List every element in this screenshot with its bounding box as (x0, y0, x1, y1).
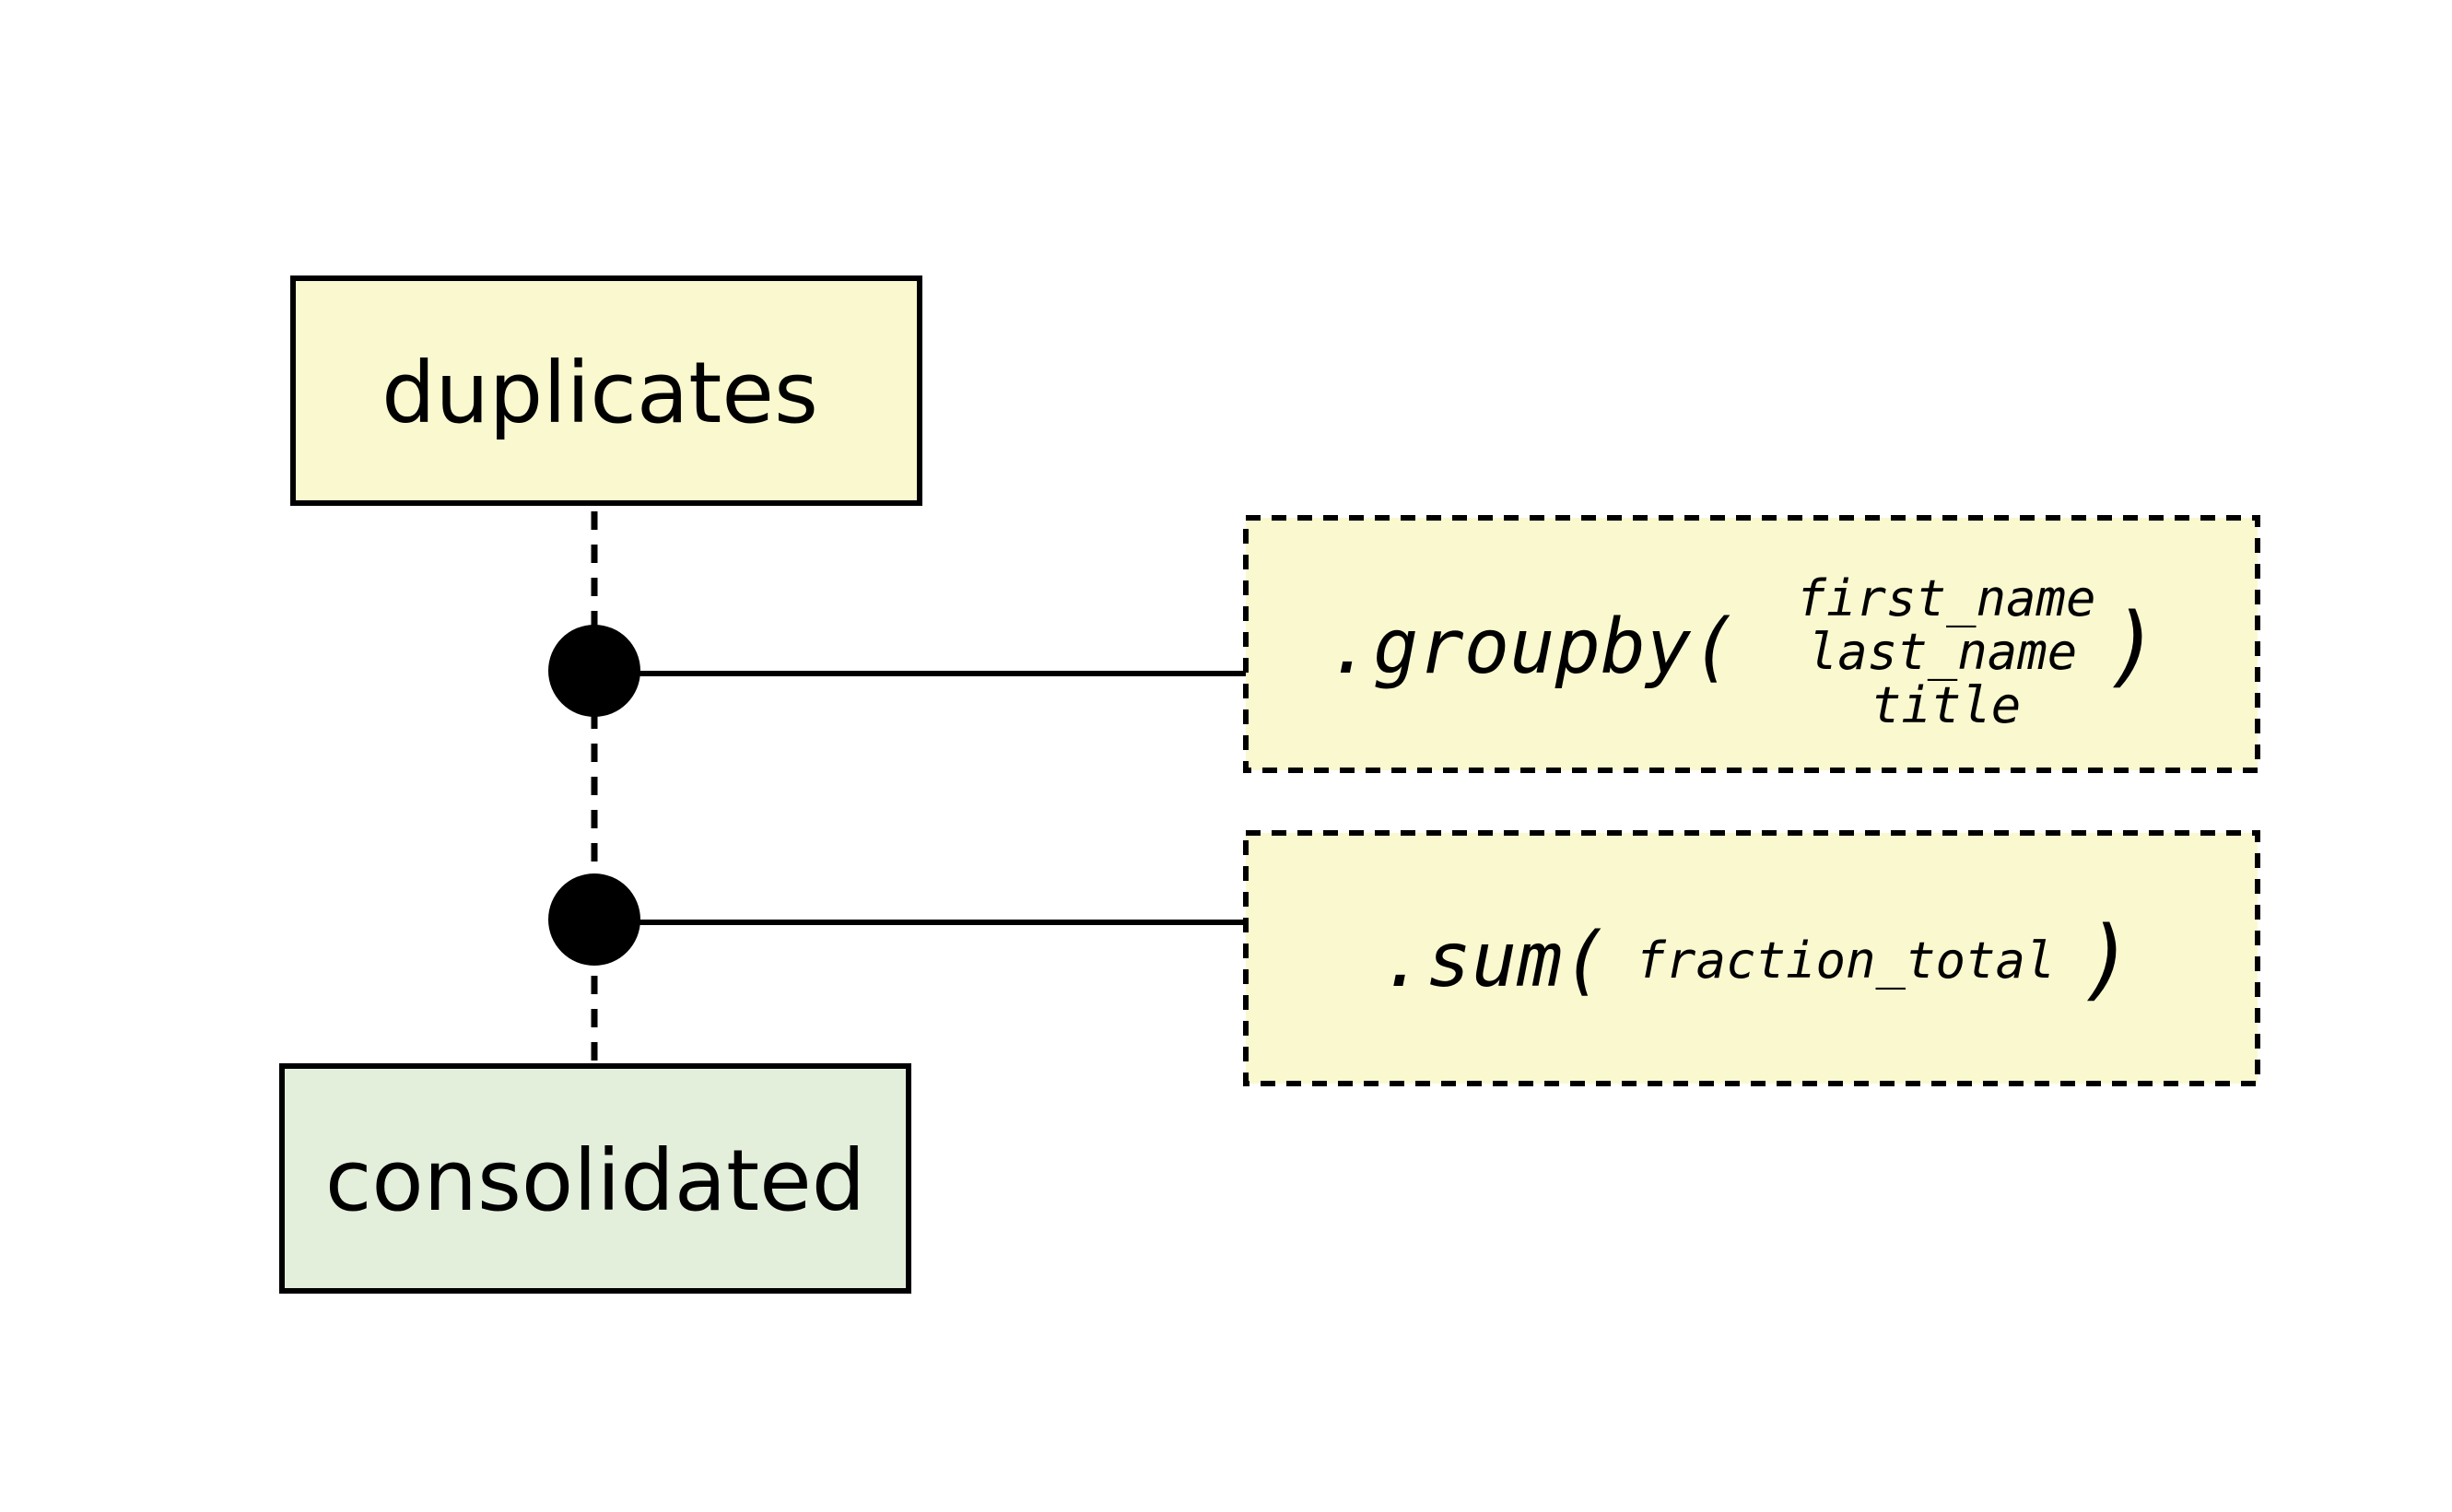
sum-arg-fraction-total: fraction_total (1636, 932, 2055, 990)
step-sum-box (1243, 830, 2260, 1086)
step-groupby: .groupby( first_name last_name title ) (548, 515, 2260, 773)
node-duplicates-label: duplicates (381, 344, 818, 442)
sum-close-paren: ) (2081, 908, 2134, 1011)
step-groupby-box (1243, 515, 2260, 773)
groupby-close-paren: ) (2106, 594, 2160, 697)
node-duplicates-box (290, 275, 922, 506)
groupby-arg-first-name: first_name (1796, 569, 2095, 627)
node-consolidated-label: consolidated (325, 1131, 865, 1230)
groupby-arg-title: title (1871, 676, 2022, 734)
sum-method: .sum( (1380, 917, 1608, 1004)
step-sum: .sum( fraction_total ) (548, 830, 2260, 1086)
groupby-arg-last-name: last_name (1808, 623, 2078, 681)
groupby-method: .groupby( (1328, 604, 1737, 691)
node-duplicates: duplicates (290, 275, 922, 506)
step-groupby-dot (548, 625, 640, 717)
step-sum-dot (548, 873, 640, 966)
node-consolidated-box (279, 1063, 911, 1294)
node-consolidated: consolidated (279, 1063, 911, 1294)
